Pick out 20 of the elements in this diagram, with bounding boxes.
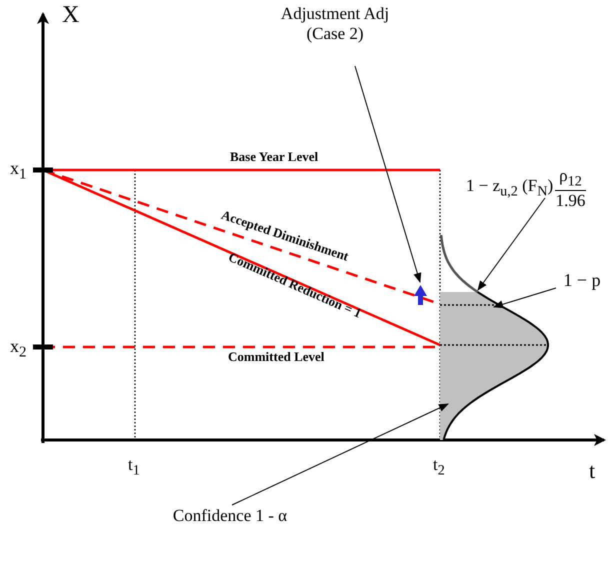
annotation-text: 1 − p	[556, 270, 608, 291]
leader-line	[232, 404, 449, 506]
axis-label: X	[62, 2, 80, 30]
line-label: Committed Level	[228, 350, 324, 365]
leader-line	[493, 288, 556, 308]
leader-line	[354, 66, 422, 283]
formula-text: 1 − z$_{u,2}$ (F$_{N}$)	[466, 176, 554, 200]
tick-label: x$_{1}$	[10, 158, 26, 184]
axis-label: t	[589, 458, 596, 484]
leader-line	[477, 198, 546, 291]
up-arrow-icon	[414, 285, 427, 305]
tick-label: t$_{1}$	[128, 455, 140, 479]
formula-numerator: ρ$_{12}$	[555, 166, 586, 191]
annotation-text: Confidence 1 - α	[170, 506, 290, 526]
line-label: Base Year Level	[230, 150, 318, 165]
distribution-curve-drawing	[440, 234, 549, 440]
formula-denominator: 1.96	[556, 190, 586, 210]
tick-label: x$_{2}$	[10, 336, 26, 362]
tick-label: t$_{2}$	[433, 455, 445, 479]
annotation-text: Adjustment Adj (Case 2)	[260, 4, 410, 44]
